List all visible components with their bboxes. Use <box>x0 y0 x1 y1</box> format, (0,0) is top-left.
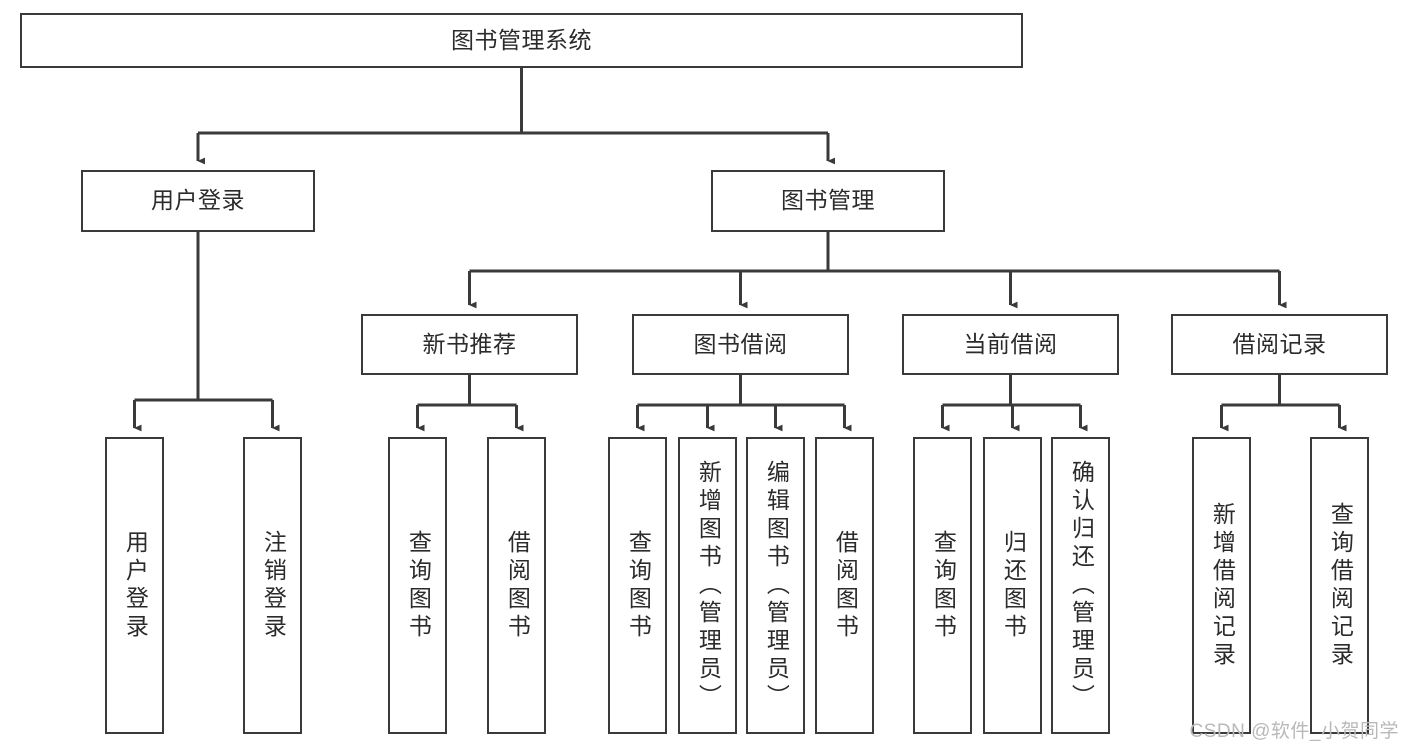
node-level2-0[interactable]: 用户登录 <box>81 170 315 232</box>
node-root-label: 图书管理系统 <box>451 26 592 53</box>
node-leaf-3-label: 借阅图书 <box>504 529 531 642</box>
node-level3-0[interactable]: 新书推荐 <box>361 314 578 375</box>
node-leaf-7-label: 借阅图书 <box>832 529 859 642</box>
node-leaf-5-label: 新增图书（管理员） <box>695 459 722 712</box>
node-level3-1[interactable]: 图书借阅 <box>632 314 849 375</box>
node-leaf-3[interactable]: 借阅图书 <box>487 437 546 734</box>
node-leaf-12-label: 查询借阅记录 <box>1327 501 1354 670</box>
watermark-text: CSDN @软件_小贺同学 <box>1189 721 1399 742</box>
node-leaf-6[interactable]: 编辑图书（管理员） <box>746 437 805 734</box>
node-leaf-9[interactable]: 归还图书 <box>983 437 1042 734</box>
node-level2-0-label: 用户登录 <box>151 187 245 214</box>
node-leaf-0-label: 用户登录 <box>122 529 149 642</box>
node-level3-2-label: 当前借阅 <box>963 330 1058 357</box>
node-leaf-8-label: 查询图书 <box>930 529 957 642</box>
node-level2-1[interactable]: 图书管理 <box>711 170 945 232</box>
node-leaf-0[interactable]: 用户登录 <box>105 437 164 734</box>
node-leaf-7[interactable]: 借阅图书 <box>815 437 874 734</box>
node-leaf-1-label: 注销登录 <box>260 529 287 642</box>
node-level3-3[interactable]: 借阅记录 <box>1171 314 1388 375</box>
node-leaf-6-label: 编辑图书（管理员） <box>763 459 790 712</box>
node-level3-2[interactable]: 当前借阅 <box>902 314 1119 375</box>
node-leaf-11-label: 新增借阅记录 <box>1209 501 1236 670</box>
node-level2-1-label: 图书管理 <box>781 187 875 214</box>
node-level3-1-label: 图书借阅 <box>693 330 788 357</box>
node-leaf-2[interactable]: 查询图书 <box>388 437 447 734</box>
node-leaf-4-label: 查询图书 <box>625 529 652 642</box>
node-leaf-8[interactable]: 查询图书 <box>913 437 972 734</box>
node-root[interactable]: 图书管理系统 <box>20 13 1023 68</box>
node-leaf-4[interactable]: 查询图书 <box>608 437 667 734</box>
node-leaf-5[interactable]: 新增图书（管理员） <box>678 437 737 734</box>
node-leaf-10-label: 确认归还（管理员） <box>1068 459 1095 712</box>
node-leaf-9-label: 归还图书 <box>1000 529 1027 642</box>
node-leaf-2-label: 查询图书 <box>405 529 432 642</box>
node-leaf-12[interactable]: 查询借阅记录 <box>1310 437 1369 734</box>
node-level3-3-label: 借阅记录 <box>1232 330 1327 357</box>
node-level3-0-label: 新书推荐 <box>422 330 517 357</box>
node-leaf-1[interactable]: 注销登录 <box>243 437 302 734</box>
node-leaf-11[interactable]: 新增借阅记录 <box>1192 437 1251 734</box>
node-leaf-10[interactable]: 确认归还（管理员） <box>1051 437 1110 734</box>
